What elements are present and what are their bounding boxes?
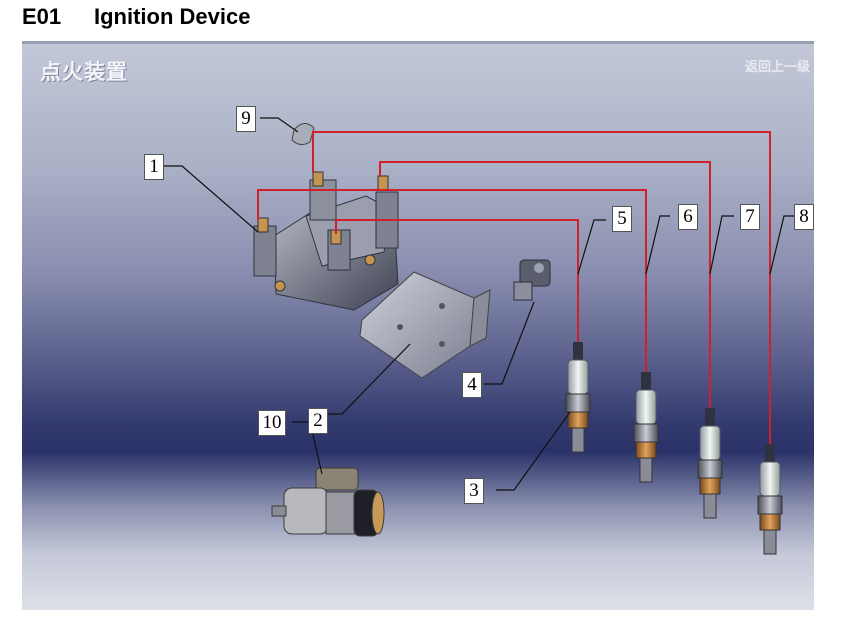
ignition-wires (257, 131, 771, 444)
document-name: Ignition Device (94, 4, 251, 29)
callout-8: 8 (794, 204, 814, 230)
callout-1: 1 (144, 154, 164, 180)
starter-motor (271, 467, 385, 537)
ht-lead-clip (291, 123, 315, 146)
ignition-wire-8 (312, 131, 771, 444)
document-title: E01 Ignition Device (22, 4, 250, 30)
coil-bracket (359, 271, 491, 379)
callout-6: 6 (678, 204, 698, 230)
callout-9: 9 (236, 106, 256, 132)
callout-5: 5 (612, 206, 632, 232)
callout-4: 4 (462, 372, 482, 398)
spark-plug-3 (697, 408, 723, 519)
panel-title: 点火装置 (40, 60, 128, 84)
callout-3: 3 (464, 478, 484, 504)
knock-sensor (513, 259, 551, 301)
spark-plug-2 (633, 372, 659, 483)
ignition-wire-7 (379, 161, 711, 408)
callout-2: 2 (308, 408, 328, 434)
diagram-panel: 点火装置 返回上一级 1 2 3 4 5 6 7 8 9 10 (22, 41, 814, 610)
callout-10: 10 (258, 410, 286, 436)
back-link[interactable]: 返回上一级 (744, 60, 810, 75)
callout-7: 7 (740, 204, 760, 230)
ignition-wire-6 (257, 189, 647, 372)
exploded-parts-diagram (162, 117, 794, 555)
callout-leaders (162, 117, 794, 491)
ignition-wire-5 (335, 219, 579, 342)
spark-plug-4 (757, 444, 783, 555)
ignition-coil (253, 171, 399, 311)
document-code: E01 (22, 4, 62, 29)
spark-plug-1 (565, 342, 591, 453)
